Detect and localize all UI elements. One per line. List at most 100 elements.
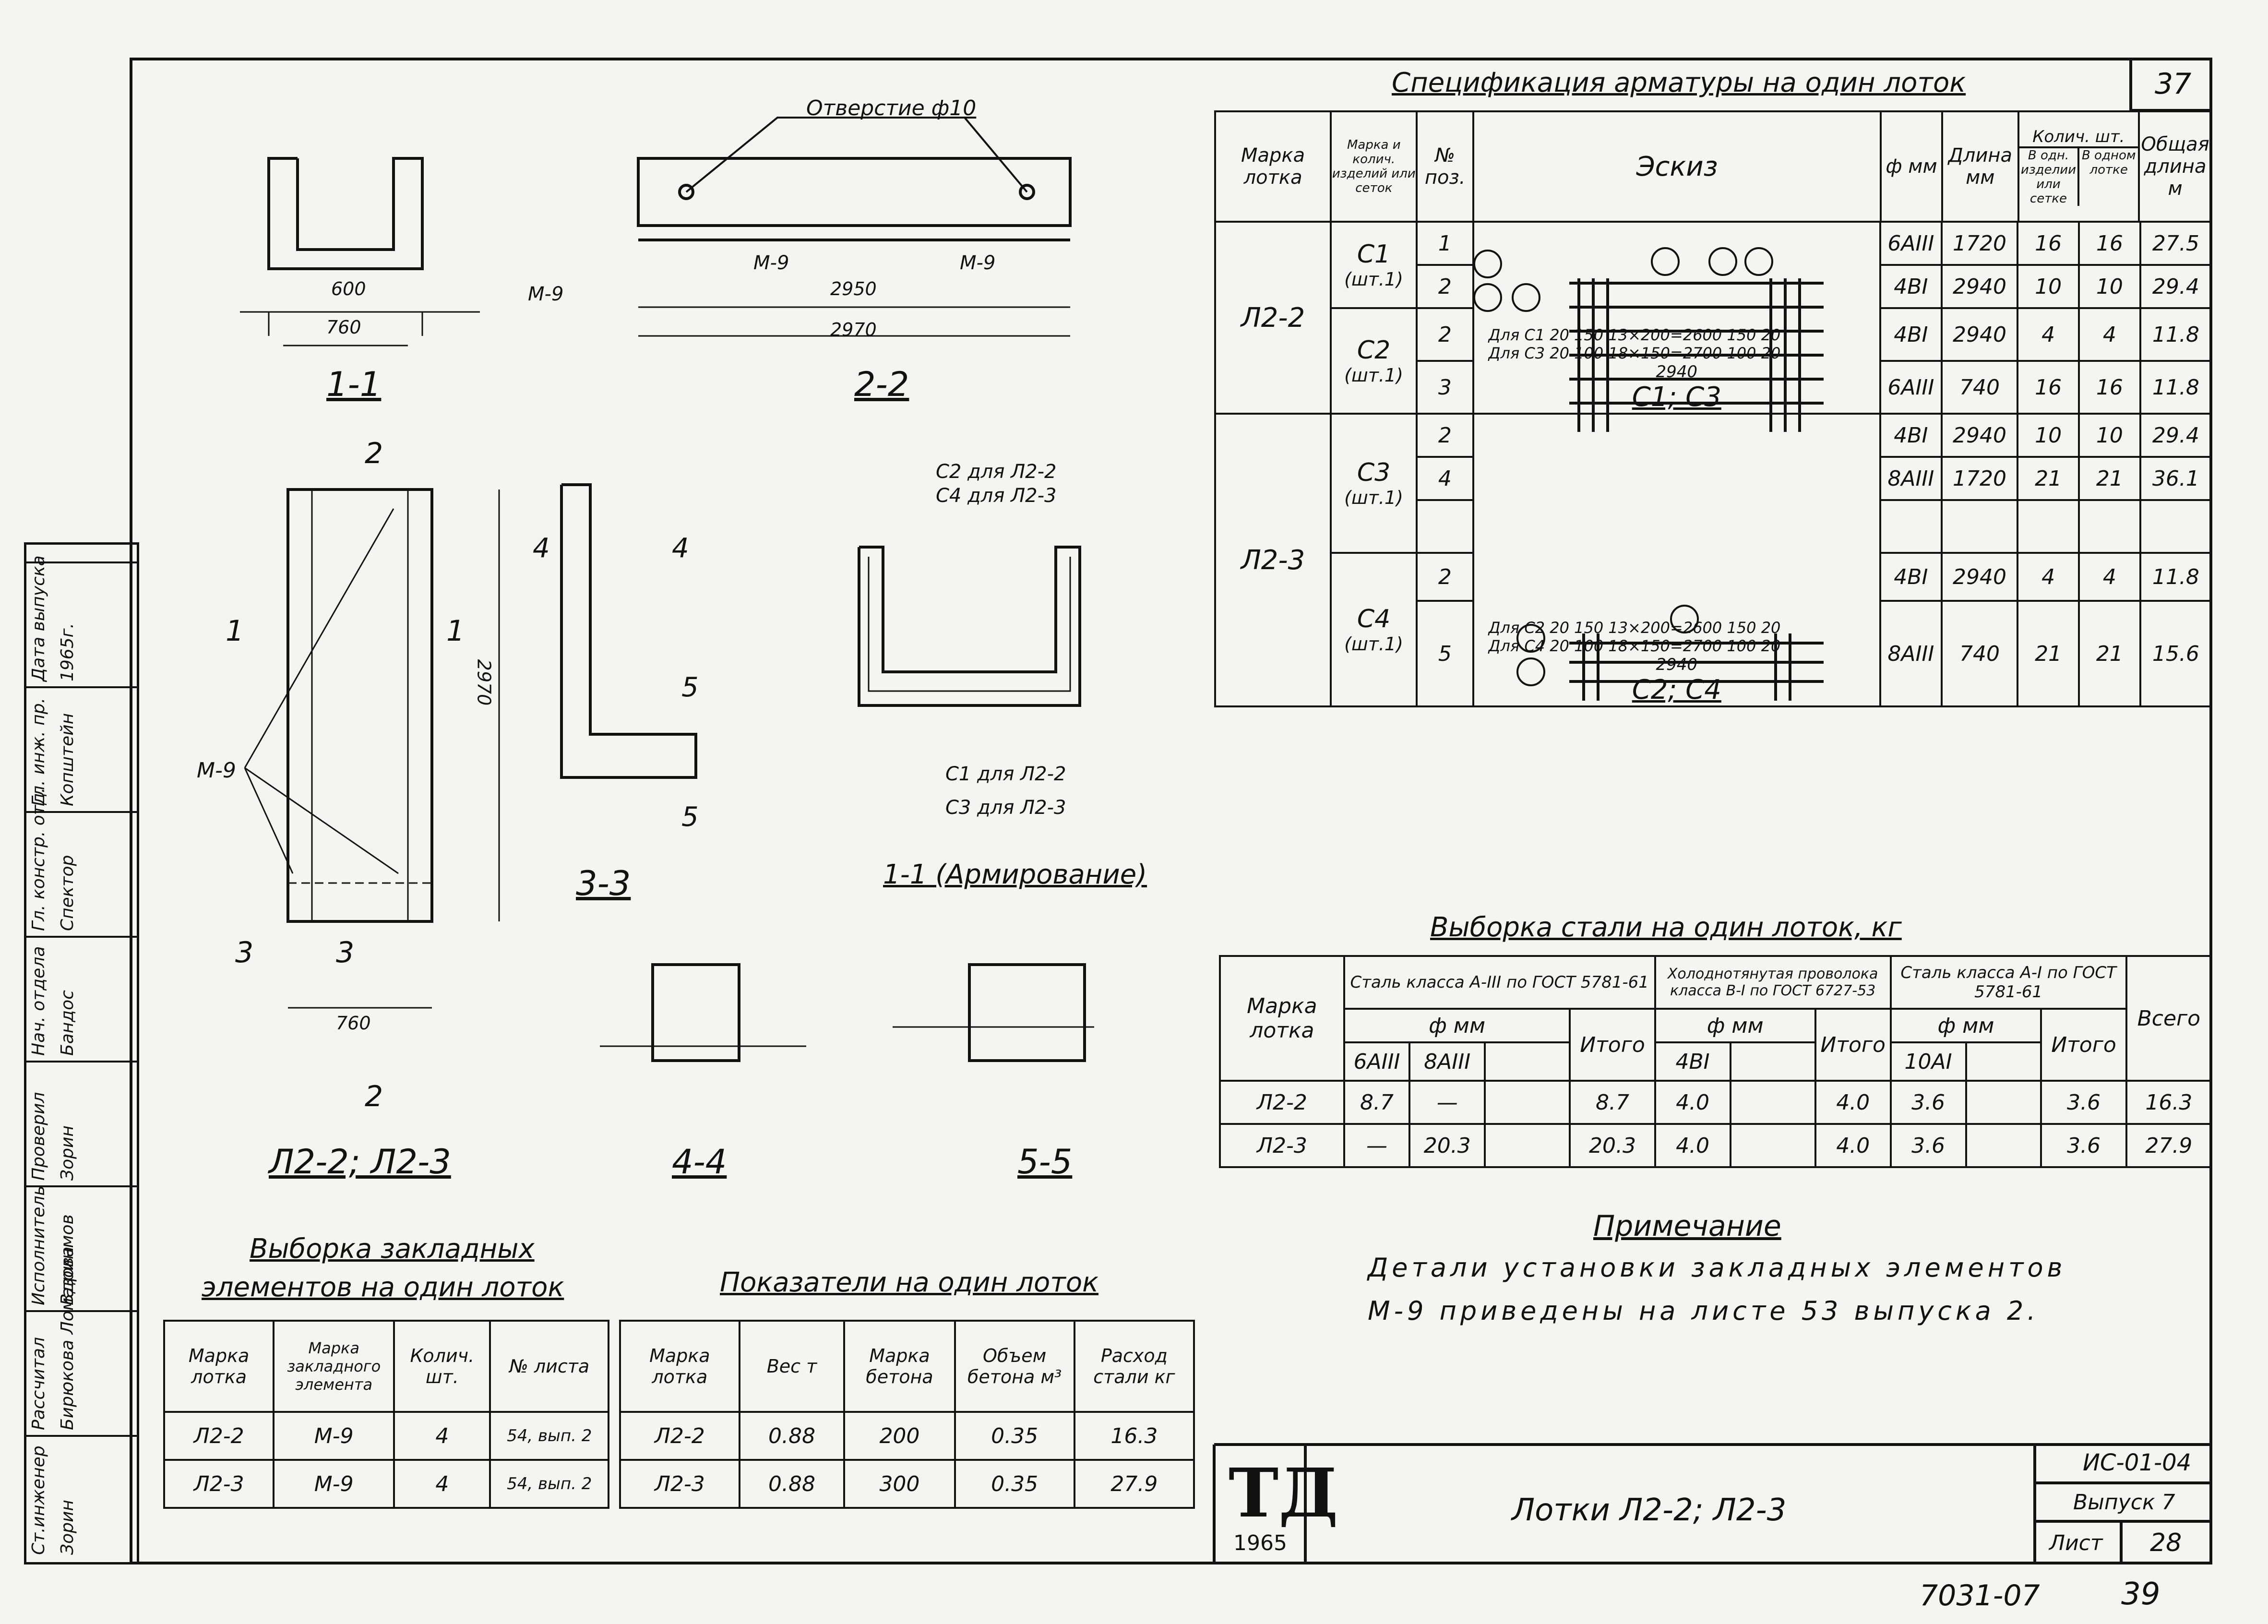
spec-total: 11.8 <box>2139 360 2213 415</box>
emb-h-elem: Марка закладного элемента <box>273 1320 395 1413</box>
steel-row-mark: Л2-3 <box>1219 1123 1345 1168</box>
dim-760: 760 <box>326 317 361 338</box>
steel-h-c1: 6АIII <box>1343 1041 1411 1082</box>
mark-4-right: 4 <box>672 533 689 564</box>
steel-h-total3: Итого <box>2040 1008 2127 1082</box>
spec-pos: 2 <box>1416 264 1474 309</box>
bottom-code: 7031-07 <box>1920 1579 2040 1612</box>
label-section-5-5: 5-5 <box>1017 1142 1073 1182</box>
section-reinf-outline <box>858 546 1081 707</box>
steel-cell: 8.7 <box>1569 1080 1656 1125</box>
stamp-row-divider <box>24 561 139 563</box>
spec-q2 <box>2077 499 2141 554</box>
stamp-row-divider <box>24 936 139 938</box>
spec-total <box>2139 499 2213 554</box>
dim-2970: 2970 <box>830 319 877 340</box>
spec-q2: 16 <box>2077 360 2141 415</box>
steel-table: Марка лотка Сталь класса А-III по ГОСТ 5… <box>1219 955 2213 1168</box>
sketch-cell-1: Для С1 20 150 13×200=2600 150 20 Для С3 … <box>1472 221 1882 415</box>
ind-cell: 0.88 <box>738 1411 846 1461</box>
emb-cell: 54, вып. 2 <box>489 1411 609 1461</box>
ind-h-steel: Расход стали кг <box>1073 1320 1195 1413</box>
plan-outline <box>286 488 433 923</box>
spec-elem-c1: С1(шт.1) <box>1329 221 1418 309</box>
mark-m9-a: М-9 <box>528 283 564 305</box>
dim-600: 600 <box>331 278 366 299</box>
emb-cell: 4 <box>393 1411 491 1461</box>
spec-dia: 4ВI <box>1879 552 1943 602</box>
embedded-title-2: элементов на один лоток <box>202 1272 564 1303</box>
spec-q2: 10 <box>2077 264 2141 309</box>
mark-m9-c: М-9 <box>960 252 996 274</box>
note-c2: С2 для Л2-2 <box>936 461 1057 483</box>
note-title: Примечание <box>1593 1209 1781 1243</box>
emb-cell: 54, вып. 2 <box>489 1459 609 1509</box>
note-c3: С3 для Л2-3 <box>945 797 1066 819</box>
steel-cell: 3.6 <box>1889 1080 1967 1125</box>
mark-2-bottom: 2 <box>365 1080 383 1113</box>
mark-m9-plan: М-9 <box>197 758 236 783</box>
spec-q1: 4 <box>2017 552 2080 602</box>
spec-dia: 4ВI <box>1879 413 1943 458</box>
spec-h-sketch: Эскиз <box>1472 110 1882 223</box>
mark-4-left: 4 <box>533 533 550 564</box>
spec-len: 2940 <box>1940 264 2019 309</box>
spec-h-dia: ф мм <box>1880 110 1943 223</box>
indicators-table: Марка лотка Вес т Марка бетона Объем бет… <box>619 1320 1195 1509</box>
stamp-row-divider <box>24 1435 139 1437</box>
label-section-2-2: 2-2 <box>854 365 909 404</box>
note-line1: Детали установки закладных элементов <box>1368 1253 2066 1283</box>
steel-cell: 4.0 <box>1814 1123 1892 1168</box>
steel-cell: — <box>1343 1123 1411 1168</box>
sketch2-label: С2; С4 <box>1632 674 1721 705</box>
ind-cell: 300 <box>843 1459 956 1509</box>
spec-len: 2940 <box>1940 307 2019 362</box>
spec-h-elem: Марка и колич. изделий или сеток <box>1330 110 1418 223</box>
spec-dia: 4ВI <box>1879 264 1943 309</box>
embedded-table: Марка лотка Марка закладного элемента Ко… <box>163 1320 609 1509</box>
label-section-4-4: 4-4 <box>672 1142 727 1182</box>
spec-dia: 6АIII <box>1879 360 1943 415</box>
emb-h-sheet: № листа <box>489 1320 609 1413</box>
sketch1-line2: Для С3 20 100 18×150=2700 100 20 <box>1488 344 1781 362</box>
spec-len: 1720 <box>1940 456 2019 501</box>
steel-cell: 27.9 <box>2125 1123 2213 1168</box>
spec-total: 36.1 <box>2139 456 2213 501</box>
mark-5-bottom: 5 <box>681 801 699 833</box>
spec-pos: 4 <box>1416 456 1474 501</box>
spec-len: 740 <box>1940 600 2019 707</box>
spec-dia: 4ВI <box>1879 307 1943 362</box>
stamp-row-divider <box>24 1061 139 1063</box>
spec-pos: 2 <box>1416 413 1474 458</box>
spec-h-qty: Колич. шт. В одн. изделии или сетке В од… <box>2017 110 2140 223</box>
spec-q2: 16 <box>2077 221 2141 266</box>
spec-body: Л2-2 С1(шт.1) 1 Для С1 20 150 13×200=260… <box>1214 221 2213 707</box>
steel-cell: 4.0 <box>1654 1080 1731 1125</box>
mark-5-top: 5 <box>681 672 699 703</box>
spec-h-total: Общая длина м <box>2138 110 2212 223</box>
indicators-title: Показатели на один лоток <box>720 1267 1098 1298</box>
spec-tray-1: Л2-2 <box>1214 221 1332 415</box>
mark-1-left: 1 <box>226 614 244 648</box>
spec-q2: 4 <box>2077 552 2141 602</box>
spec-pos <box>1416 499 1474 554</box>
steel-h-phi1: ф мм <box>1343 1008 1571 1043</box>
spec-elem-c3: С3(шт.1) <box>1329 413 1418 554</box>
spec-q1: 21 <box>2017 600 2080 707</box>
left-stamp <box>24 542 139 1564</box>
spec-q1: 4 <box>2017 307 2080 362</box>
steel-h-g1: Сталь класса А-III по ГОСТ 5781-61 <box>1343 955 1656 1010</box>
ind-h-volume: Объем бетона м³ <box>954 1320 1075 1413</box>
steel-h-c4: 10АI <box>1889 1041 1967 1082</box>
ind-cell: 0.35 <box>954 1411 1075 1461</box>
spec-pos: 5 <box>1416 600 1474 707</box>
mark-m9-b: М-9 <box>753 252 789 274</box>
dim-2950: 2950 <box>830 278 877 299</box>
mark-3-mid: 3 <box>336 936 355 969</box>
sketch1-label: С1; С3 <box>1632 382 1721 413</box>
mark-3-left: 3 <box>235 936 254 969</box>
steel-cell: 3.6 <box>2040 1080 2127 1125</box>
spec-q1: 21 <box>2017 456 2080 501</box>
spec-elem-c4: С4(шт.1) <box>1329 552 1418 707</box>
doc-code: ИС-01-04 <box>2083 1449 2192 1476</box>
